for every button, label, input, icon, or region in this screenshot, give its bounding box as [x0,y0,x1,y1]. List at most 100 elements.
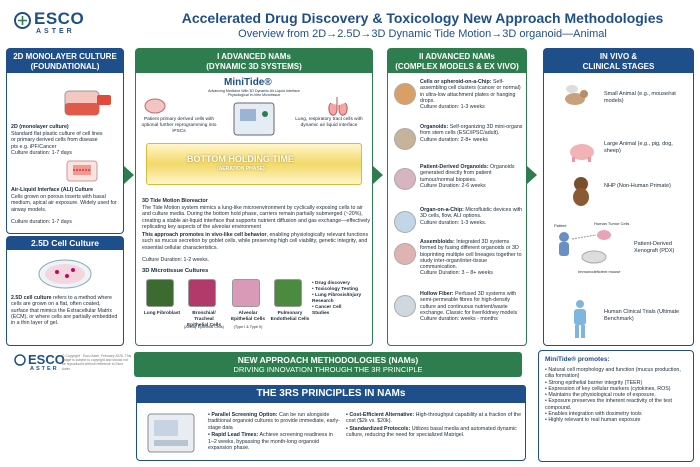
minitide-subtitle: Advancing Medicine With 3D Dynamic Air-L… [208,89,300,98]
logo-mark-icon [14,12,31,29]
model-desc: Integrated 3D systems formed by fusing d… [420,239,522,271]
promotes-list: • Natural cell morphology and function (… [545,367,691,424]
band-subtitle: (AERATION PHASE) [217,166,265,172]
brand-logo: ESCO ASTER [14,9,94,43]
promo-text: This approach promotes in vivo-like cell… [142,232,369,251]
footer-logo: ESCO ASTER [14,352,74,376]
device-icon [147,413,195,453]
model-desc: Perfused 3D systems with semi-permeable … [420,291,518,316]
micro-image-0 [146,279,174,307]
col-advanced-nams-1-header: I ADVANCED NAMs (DYNAMIC 3D SYSTEMS) [136,49,372,73]
model-icon [394,243,416,265]
banner-line2: DRIVING INNOVATION THROUGH THE 3R PRINCI… [233,365,423,374]
micro-image-2 [232,279,260,307]
petri-dish-icon [38,259,92,289]
tide-text: The Tide Motion system mimics a lung-lik… [142,205,371,230]
model-desc: Organoids generated directly from patien… [420,164,515,183]
promotes-item: • Strong epithelial barrier integrity (T… [545,379,643,386]
col-invivo-title: IN VIVO & [599,52,638,61]
model-desc: Self-assembling cell clusters (cancer or… [420,79,521,104]
invivo-pdx: Patient-Derived Xenograft (PDX) [634,241,675,254]
banner-line1: NEW APPROACH METHODOLOGIES (NAMs) [237,355,419,365]
ali-title: Air-Liquid Interface (ALI) Culture [11,187,94,193]
arrow-2 [373,166,383,184]
promotes-item: • Maintains the physiological route of e… [545,392,656,399]
model-text: Cells or spheroid-on-a-Chip: Self-assemb… [420,79,524,110]
three-rs-right: • Cost-Efficient Alternative: High-throu… [346,412,522,440]
model-title: Organoids: [420,124,449,130]
micro-label-2: Alveolar Epithelial Cells [230,311,266,322]
model-icon [394,128,416,150]
promo-duration: Culture Duration: 1-2 weeks. [142,257,210,263]
model-text: Hollow Fiber: Perfused 3D systems with s… [420,291,524,322]
model-text: Organoids: Self-organizing 3D mini-organ… [420,124,524,143]
col-in-vivo: IN VIVO & CLINICAL STAGES Small Animal (… [543,48,694,346]
col-adv1-title2: (DYNAMIC 3D SYSTEMS) [206,62,302,71]
promotes-item: • Exposure preserves the inherent reacti… [545,398,672,411]
page-title: Accelerated Drug Discovery & Toxicology … [181,10,664,26]
nams-banner: NEW APPROACH METHODOLOGIES (NAMs) DRIVIN… [134,352,522,377]
pdx-icon [559,230,611,264]
col-adv1-title: I ADVANCED NAMs [217,52,291,61]
invivo-small: Small Animal (e.g., mouse/rat models) [604,91,676,104]
model-title: Patient-Derived Organoids: [420,164,489,170]
micro-image-3 [274,279,302,307]
micro-title: 3D Microtissue Cultures [142,268,209,274]
model-duration: Culture Duration: 3 – 8+ weeks [420,270,493,277]
model-icon [394,211,416,233]
micro-label-0: Lung Fibroblast [143,311,181,316]
pdx-tumour: Human Tumor Cells [594,221,630,226]
c25-text: 2.5D cell culture refers to a method whe… [11,295,118,327]
flask-icon [64,90,111,116]
invivo-large: Large Animal (e.g., pig, dog, sheep) [604,141,673,154]
three-rs-item: • Rapid Lead Times: Achieve screening re… [208,432,333,452]
promotes-item: • Natural cell morphology and function (… [545,367,681,380]
col-advanced-nams-2: II ADVANCED NAMs (COMPLEX MODELS & EX VI… [387,48,527,346]
ali-insert-icon [66,160,98,182]
col-2-5d-header: 2.5D Cell Culture [7,237,123,250]
model-duration: Culture duration: 2-8+ weeks [420,136,488,143]
model-desc: Self-organizing 3D mini-organs from stem… [420,124,523,137]
micro-image-1 [188,279,216,307]
brand-sub: ASTER [36,28,75,35]
col-adv2-title: II ADVANCED NAMs [418,52,495,61]
footer-logo-icon [14,354,26,366]
model-text: Assembloids: Integrated 3D systems forme… [420,239,524,277]
uses-list: • Drug discovery• Toxicology Testing• Lu… [312,281,372,317]
model-duration: Culture duration: 1-3 weeks. [420,219,487,226]
model-icon [394,168,416,190]
footer-brand: ESCO [28,352,65,367]
col-advanced-nams-1: I ADVANCED NAMs (DYNAMIC 3D SYSTEMS) Min… [135,48,373,346]
micro-label-3: Pulmonary Endothelial Cells [270,311,310,322]
model-text: Organ-on-a-Chip: Microfluidic devices wi… [420,207,524,226]
invivo-human: Human Clinical Trials (Ultimate Benchmar… [604,309,680,322]
copyright: © Copyright · Esco Aster, February 2026.… [62,354,132,371]
col-adv2-title2: (COMPLEX MODELS & EX VIVO) [395,62,519,71]
model-title: Organ-on-a-Chip: [420,207,464,213]
minitide-title: MiniTide® [224,77,272,88]
minitide-promotes: MiniTide® promotes: • Natural cell morph… [538,350,694,462]
col-2d-title2: (FOUNDATIONAL) [30,62,100,71]
use-item: • Toxicology Testing [312,287,359,292]
model-title: Cells or spheroid-on-a-Chip: [420,79,492,85]
page-subtitle: Overview from 2D→2.5D→3D Dynamic Tide Mo… [238,28,607,40]
band-title: BOTTOM HOLDING TIME [187,154,294,164]
uses-ul: • Drug discovery• Toxicology Testing• Lu… [312,281,372,317]
use-item: • Drug discovery [312,281,350,286]
use-item: • Lung Fibrosis/Injury Research [312,293,362,304]
three-rs-item: • Parallel Screening Option: Can be run … [208,412,340,431]
col-2d-title: 2D MONOLAYER CULTURE [13,52,117,61]
promotes-item: • Highly relevant to real human exposure [545,417,641,424]
micro-label-1: Bronchial/ Tracheal Epithelial Cells [186,311,222,328]
promotes-item: • Expression of key cellular markers (cy… [545,385,671,392]
lungs-icon [328,97,348,116]
col-in-vivo-header: IN VIVO & CLINICAL STAGES [544,49,693,73]
model-icon [394,295,416,317]
promotes-item: • Enables integration with dosimetry too… [545,411,642,418]
use-item: Studies [312,311,330,316]
micro-sub-2: (Type I & Type II) [233,325,263,329]
monkey-icon [573,177,589,206]
footer-brand-sub: ASTER [30,366,59,372]
right-caption: Lung, respiratory tract cells with dynam… [295,117,363,128]
model-duration: Culture duration: 1-3 weeks [420,104,485,111]
